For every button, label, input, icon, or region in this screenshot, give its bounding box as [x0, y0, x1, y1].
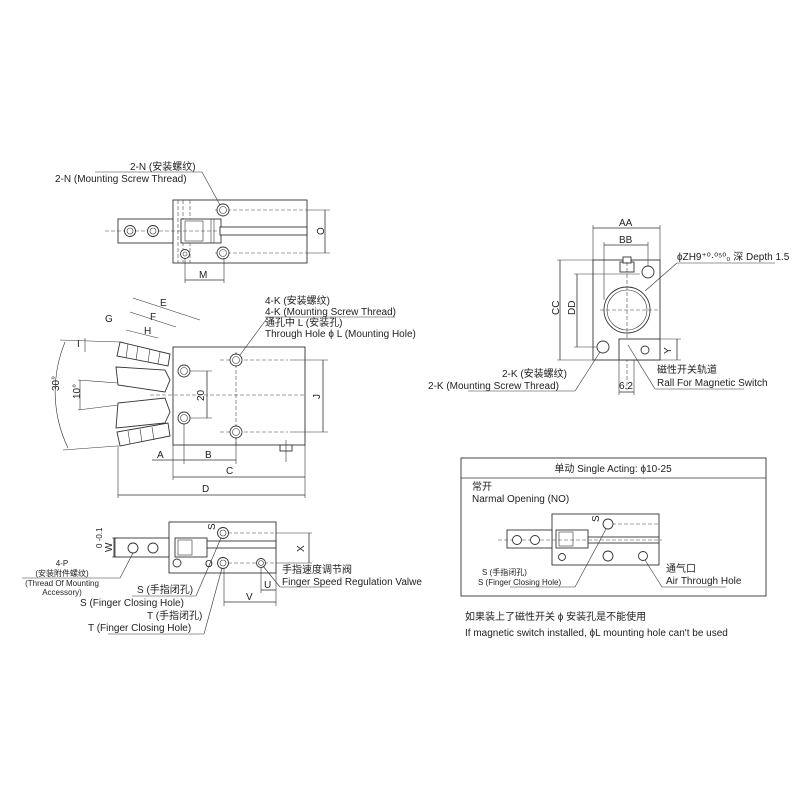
dim-30deg: 30° [51, 376, 62, 391]
mounting-hole [602, 550, 614, 562]
finger-closing-hole-s [602, 518, 614, 530]
arm-hole [147, 542, 159, 554]
note-cn: 如果装上了磁性开关 ϕ 安装孔是不能使用 [465, 610, 646, 623]
note-en: If magnetic switch installed, ϕL mountin… [465, 628, 728, 639]
dim-o: O [316, 227, 327, 235]
jaw-lower [115, 397, 171, 429]
finger-lower [116, 422, 171, 447]
label-l-en: Through Hole ϕ L (Mounting Hole) [265, 329, 416, 340]
air-through-hole [638, 551, 648, 561]
dim-u: U [264, 580, 271, 591]
mode-cn: 常开 [472, 480, 492, 493]
finger-closing-hole-t [217, 557, 229, 569]
label-rail-cn: 磁性开关轨道 [657, 363, 717, 376]
label-air-cn: 通气口 [666, 562, 696, 575]
mounting-hole [216, 203, 230, 217]
through-hole [177, 364, 191, 378]
label-2k-en: 2-K (Mounting Screw Thread) [428, 381, 559, 392]
mark-s: S [207, 523, 218, 530]
top-rod [219, 226, 308, 236]
side-view: AA BB CC DD Y 6.2 ϕZH9⁺⁰·⁰⁵⁰₀ 深 Depth 1.… [428, 218, 790, 395]
label-s-en: S (Finger Closing Hole) [478, 578, 561, 587]
label-2n-en: 2-N (Mounting Screw Thread) [55, 174, 187, 185]
label-rail-en: Rall For Magnetic Switch [657, 378, 768, 389]
dim-10deg: 10° [72, 384, 83, 399]
speed-valve [256, 558, 266, 568]
arm-hole [147, 225, 159, 237]
dim-x: X [296, 545, 307, 552]
label-4k-cn: 4-K (安装螺纹) [265, 294, 330, 307]
magnetic-switch-rail [618, 338, 661, 361]
front-view: 30° 10° E F G H I 20 J A B C D 4-K (安装螺纹… [51, 294, 416, 498]
jaw-upper [115, 366, 171, 393]
mounting-hole [229, 425, 243, 439]
mounting-hole [216, 246, 230, 260]
dim-i: I [77, 339, 80, 350]
label-2n-cn: 2-N (安装螺纹) [130, 160, 196, 173]
dim-w: W [104, 542, 115, 552]
dim-w-tolerance: 0 -0.1 [95, 527, 104, 548]
label-t-cn: T (手指闭孔) [147, 609, 202, 622]
dim-d: D [202, 484, 209, 495]
label-s-cn: S (手指闭孔) [482, 567, 527, 577]
label-valve-en: Finger Speed Regulation Valwe [282, 577, 422, 588]
mark-t: O [205, 559, 213, 570]
dim-c: C [226, 466, 233, 477]
dim-h: H [144, 326, 151, 337]
small-hole [172, 558, 182, 568]
small-hole [180, 249, 190, 259]
top-view: O M 2-N (安装螺纹) 2-N (Mounting Screw Threa… [55, 160, 330, 283]
label-air-en: Air Through Hole [666, 576, 742, 587]
finger-upper [116, 341, 171, 367]
label-4p-title: 4-P [56, 559, 68, 568]
mode-en: Narmal Opening (NO) [472, 494, 569, 505]
through-hole [177, 411, 191, 425]
label-valve-cn: 手指速度调节阀 [282, 563, 352, 576]
dim-m: M [199, 270, 207, 281]
panel-title: 单动 Single Acting: ϕ10-25 [554, 463, 672, 475]
dim-j: J [312, 394, 323, 399]
label-s-en: S (Finger Closing Hole) [80, 598, 184, 609]
side-hole [641, 265, 655, 279]
dim-a: A [157, 450, 164, 461]
bottom-finger-arm [113, 537, 170, 558]
single-acting-panel: 单动 Single Acting: ϕ10-25 常开 Narmal Openi… [460, 457, 767, 597]
side-hole [596, 340, 610, 354]
label-s-cn: S (手指闭孔) [137, 583, 193, 596]
dim-6-2: 6.2 [619, 381, 633, 392]
label-l-cn: 通孔中 L (安装孔) [265, 316, 342, 329]
label-4k-en: 4-K (Mounting Screw Thread) [265, 307, 396, 318]
arm-hole [124, 225, 136, 237]
arm-hole [127, 542, 139, 554]
dim-20: 20 [196, 389, 207, 401]
label-2k-cn: 2-K (安装螺纹) [502, 367, 567, 380]
dim-aa: AA [619, 218, 633, 229]
label-4p-en2: Accessory) [42, 588, 82, 597]
mounting-hole [229, 353, 243, 367]
dim-f: F [150, 312, 156, 323]
dim-e: E [160, 298, 167, 309]
label-4p-cn: (安装附件螺纹) [35, 568, 89, 578]
dim-y: Y [663, 347, 674, 354]
mark-s: S [591, 515, 602, 522]
label-t-en: T (Finger Closing Hole) [88, 623, 191, 634]
dim-g: G [105, 314, 113, 325]
finger-closing-hole-s [217, 527, 229, 539]
dim-v: V [246, 592, 253, 603]
dim-bb: BB [619, 235, 633, 246]
dim-dd: DD [567, 301, 578, 315]
label-zh9: ϕZH9⁺⁰·⁰⁵⁰₀ 深 Depth 1.5 [677, 251, 790, 263]
dim-cc: CC [551, 301, 562, 315]
label-4p-en1: (Thread Of Mounting [25, 579, 99, 588]
label-4p: 4-P (安装附件螺纹) (Thread Of Mounting Accesso… [25, 559, 99, 597]
dim-b: B [205, 450, 212, 461]
bottom-view: S O W 0 -0.1 X U V 4-P (安装附件螺纹) (Thread … [22, 521, 422, 635]
